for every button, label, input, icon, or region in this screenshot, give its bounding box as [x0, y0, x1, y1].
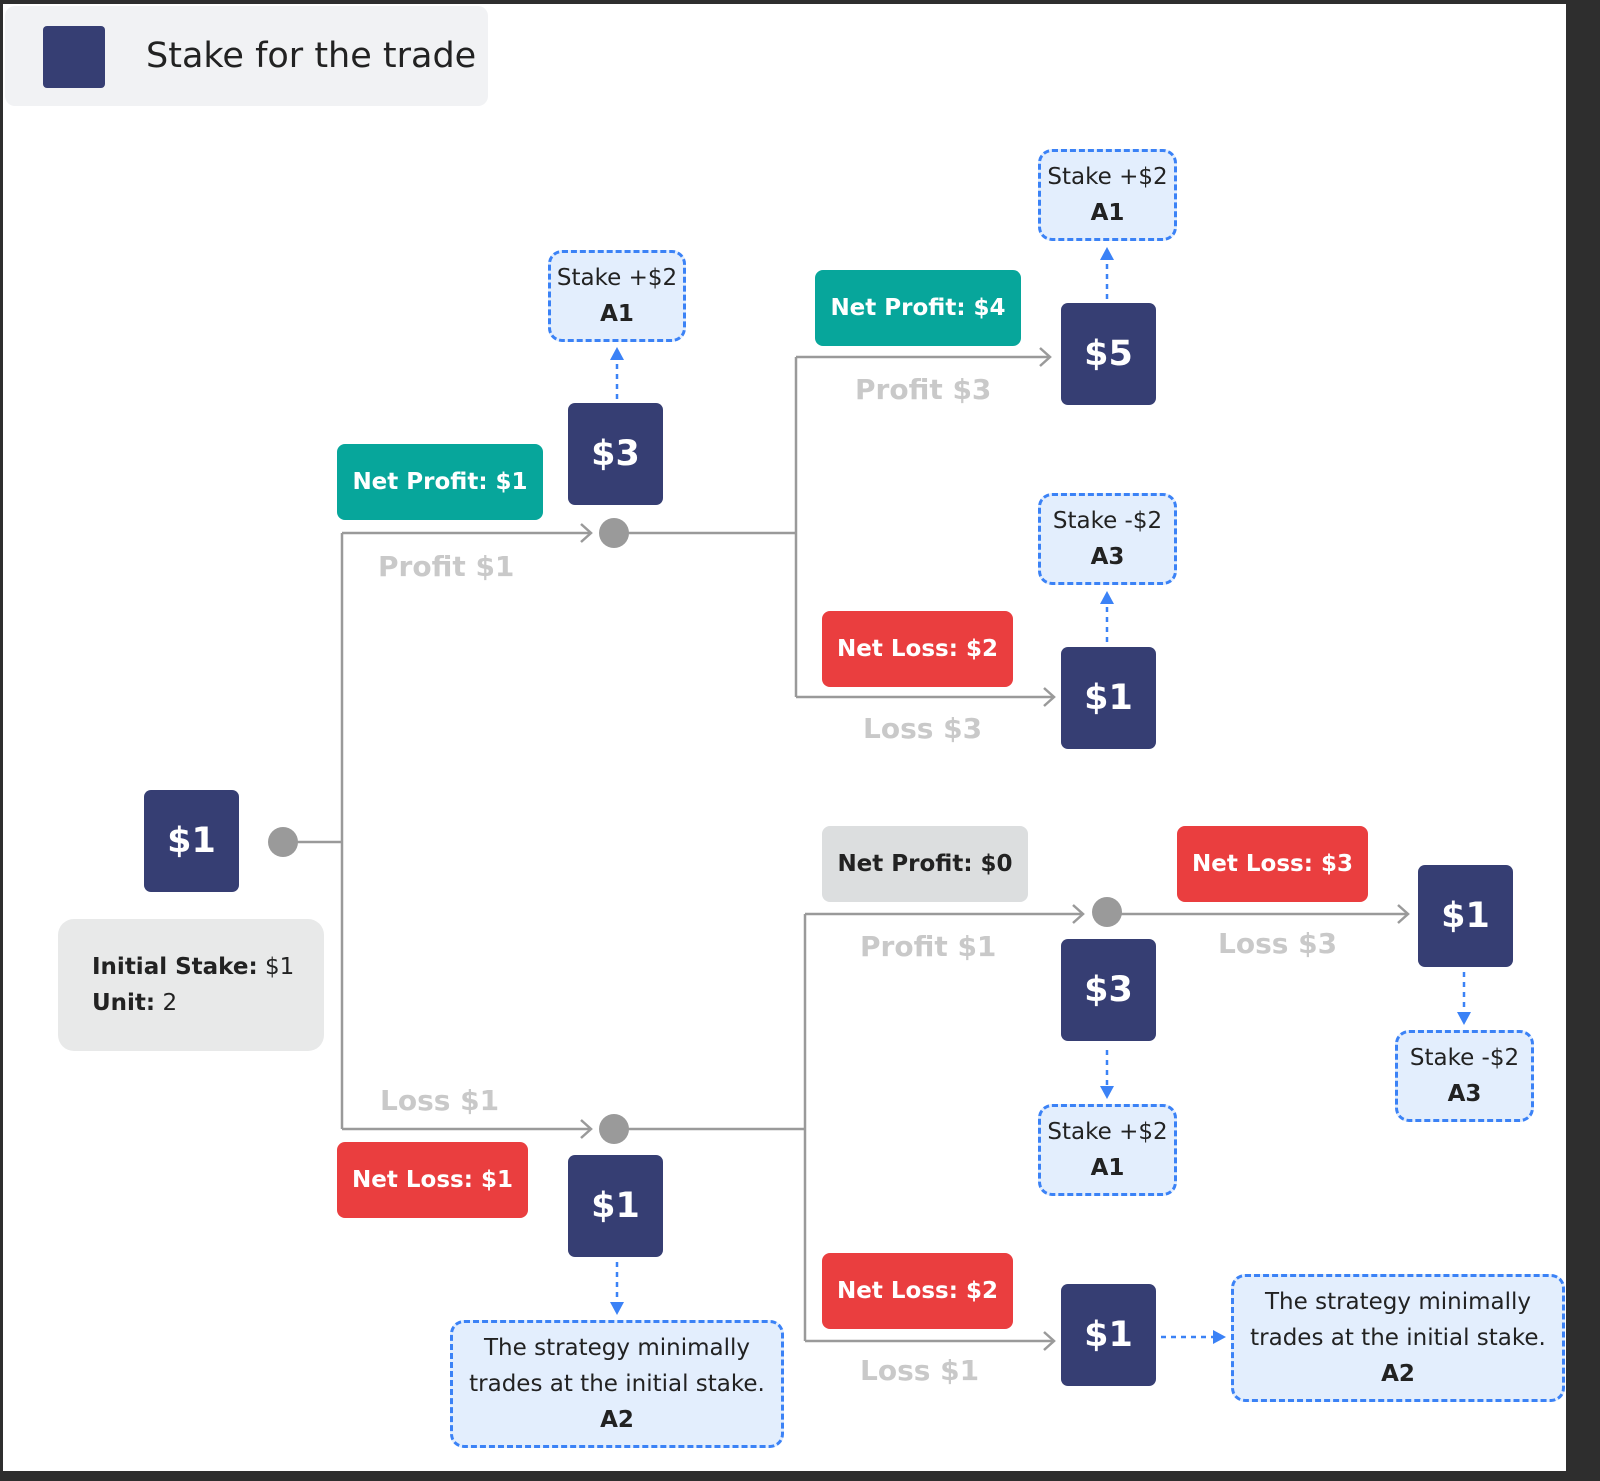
stake-note-a1: Stake +$2 A1 [1038, 149, 1177, 241]
stake-note-a2: The strategy minimally trades at the ini… [1231, 1274, 1565, 1402]
edge-label-loss: Loss $1 [380, 1084, 500, 1117]
unit-line: Unit: 2 [92, 990, 178, 1016]
stake-box-l1: $1 [568, 1155, 663, 1257]
net-profit-tag: Net Profit: $4 [815, 270, 1021, 346]
stake-box-l1p: $3 [1061, 939, 1156, 1041]
net-neutral-tag: Net Profit: $0 [822, 826, 1028, 902]
stake-note-a3: Stake -$2 A3 [1038, 493, 1177, 585]
net-loss-tag: Net Loss: $1 [337, 1142, 528, 1218]
connector-lines [268, 247, 1471, 1351]
legend-swatch [43, 26, 105, 88]
edge-label-profit: Profit $3 [855, 373, 992, 406]
stake-box-p1l: $1 [1061, 647, 1156, 749]
stake-box-root: $1 [144, 790, 239, 892]
edge-label-profit: Profit $1 [378, 550, 515, 583]
stake-note-a2: The strategy minimally trades at the ini… [450, 1320, 784, 1448]
stake-note-a1: Stake +$2 A1 [1038, 1104, 1177, 1196]
edge-label-profit: Profit $1 [860, 930, 997, 963]
net-loss-tag: Net Loss: $3 [1177, 826, 1368, 902]
net-loss-tag: Net Loss: $2 [822, 611, 1013, 687]
stake-box-p1p: $5 [1061, 303, 1156, 405]
stake-box-p1: $3 [568, 403, 663, 505]
net-loss-tag: Net Loss: $2 [822, 1253, 1013, 1329]
edge-label-loss: Loss $3 [863, 712, 983, 745]
info-box: Initial Stake: $1 Unit: 2 [58, 919, 324, 1051]
stake-box-l1l: $1 [1061, 1284, 1156, 1386]
edge-label-loss: Loss $1 [860, 1354, 980, 1387]
diagram-canvas: Stake for the trade $1 Initial Stake: $1… [3, 4, 1566, 1471]
stake-note-a1: Stake +$2 A1 [548, 250, 686, 342]
stake-box-l1pl: $1 [1418, 865, 1513, 967]
initial-stake-line: Initial Stake: $1 [92, 954, 295, 980]
edge-label-loss: Loss $3 [1218, 927, 1338, 960]
stake-note-a3: Stake -$2 A3 [1395, 1030, 1534, 1122]
net-profit-tag: Net Profit: $1 [337, 444, 543, 520]
legend-label: Stake for the trade [146, 36, 477, 76]
